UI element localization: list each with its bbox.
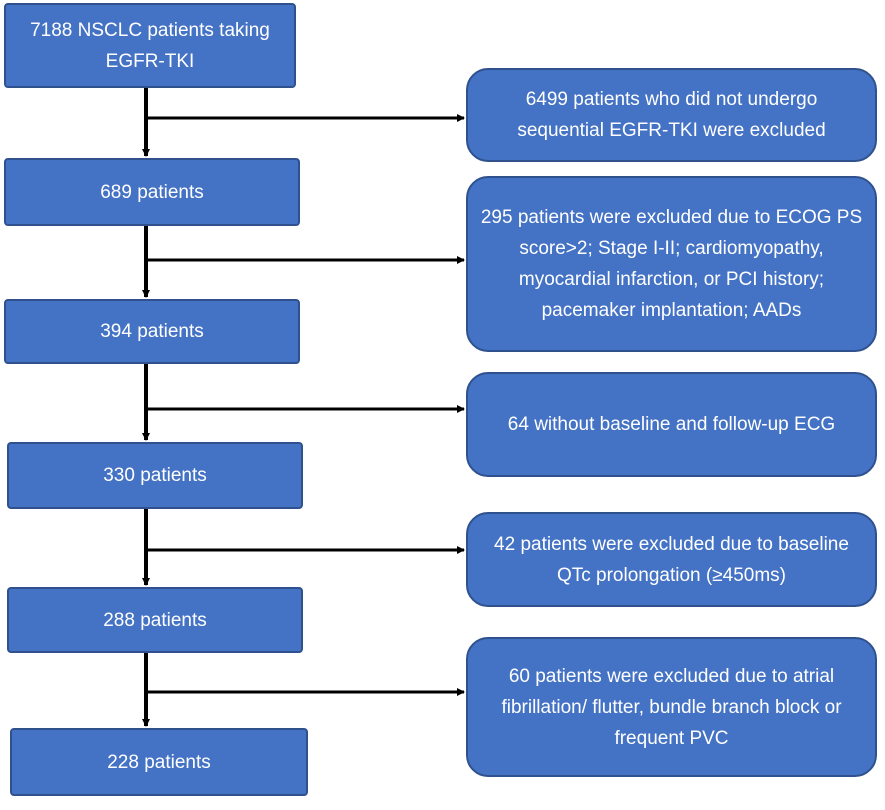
- exclusion-box-4: 42 patients were excluded due to baselin…: [466, 512, 877, 607]
- exclusion-label-4: 42 patients were excluded due to baselin…: [494, 533, 849, 586]
- step-label-6: 228 patients: [107, 751, 211, 773]
- step-label-5: 288 patients: [103, 609, 207, 631]
- step-box-6: 228 patients: [10, 728, 308, 796]
- step-box-1: 7188 NSCLC patients taking EGFR-TKI: [4, 3, 296, 88]
- exclusion-label-2: 295 patients were excluded due to ECOG P…: [480, 207, 863, 321]
- step-label-4: 330 patients: [103, 465, 207, 486]
- step-box-4: 330 patients: [7, 442, 303, 509]
- exclusion-label-5: 60 patients were excluded due to atrial …: [501, 665, 842, 749]
- step-label-1: 7188 NSCLC patients taking EGFR-TKI: [30, 19, 270, 72]
- exclusion-box-5: 60 patients were excluded due to atrial …: [466, 637, 877, 777]
- exclusion-box-3: 64 without baseline and follow-up ECG: [466, 372, 877, 477]
- exclusion-box-1: 6499 patients who did not undergo sequen…: [466, 68, 877, 162]
- step-box-2: 689 patients: [4, 158, 300, 226]
- exclusion-box-2: 295 patients were excluded due to ECOG P…: [466, 176, 877, 352]
- step-box-3: 394 patients: [4, 299, 300, 364]
- exclusion-label-3: 64 without baseline and follow-up ECG: [507, 414, 836, 435]
- step-label-3: 394 patients: [100, 321, 204, 342]
- step-label-2: 689 patients: [100, 181, 204, 203]
- exclusion-label-1: 6499 patients who did not undergo sequen…: [517, 89, 826, 141]
- step-box-5: 288 patients: [7, 587, 303, 653]
